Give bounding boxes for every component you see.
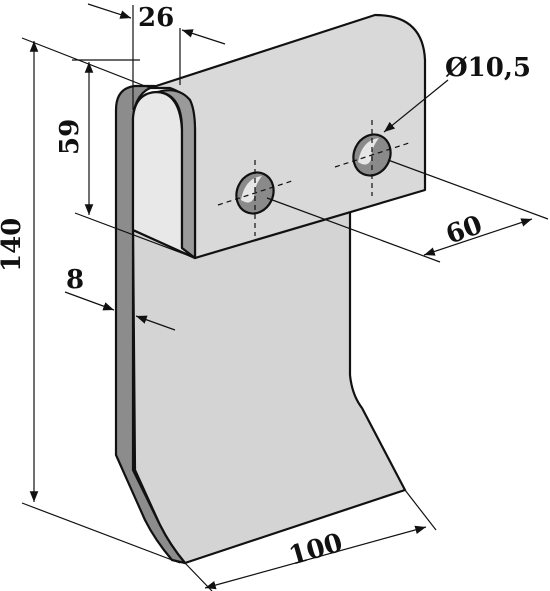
blade-front-face [131,203,407,565]
dimension-hole-diameter-label: Ø10,5 [445,53,531,83]
dimension-hole-diameter: Ø10,5 [383,53,531,133]
dimension-100-label: 100 [286,528,346,572]
dimension-26-label: 26 [138,3,174,33]
dimension-26: 26 [87,3,226,110]
dimension-59-label: 59 [55,119,85,155]
dimension-59: 59 [55,59,196,259]
dimension-140-label: 140 [0,218,27,272]
dimension-8-label: 8 [66,265,84,295]
blade-bend-side [156,89,197,260]
dimension-8: 8 [64,265,176,331]
dimension-60-label: 60 [442,210,486,251]
blade-left-edge [114,84,187,565]
blade-part [114,13,427,565]
centerline-right-h [334,141,413,168]
centerline-left-h [217,179,296,206]
dimension-140: 140 [0,37,181,564]
